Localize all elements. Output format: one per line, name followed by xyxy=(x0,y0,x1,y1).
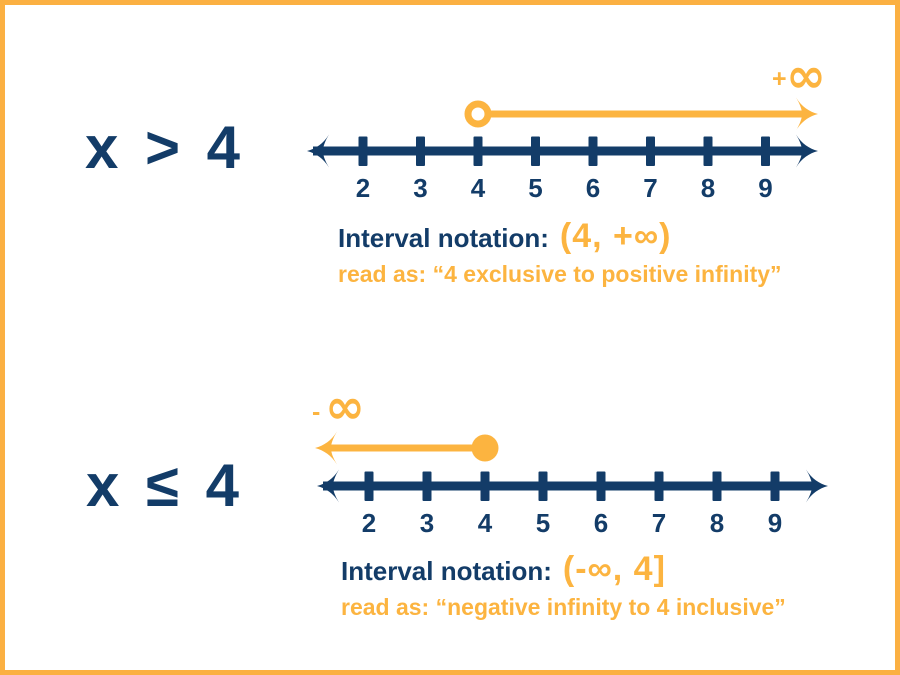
tick-mark xyxy=(480,471,490,501)
tick-label: 5 xyxy=(536,508,550,538)
tick-label: 7 xyxy=(652,508,666,538)
tick-mark xyxy=(416,136,425,166)
tick-labels: 2 3 4 5 6 7 8 9 xyxy=(362,508,782,538)
tick-label: 5 xyxy=(528,173,542,203)
read-as-text: read as: “negative infinity to 4 inclusi… xyxy=(341,594,786,620)
tick-marks xyxy=(364,471,780,501)
caption-greater-than: Interval notation: (4, +∞) read as: “4 e… xyxy=(338,217,782,288)
tick-mark xyxy=(761,136,770,166)
arrowhead-right-icon xyxy=(806,469,828,503)
tick-mark xyxy=(596,471,606,501)
interval-notation-label: Interval notation: xyxy=(338,223,549,253)
infinity-symbol-icon: ∞ xyxy=(786,55,826,104)
filled-circle-endpoint-icon xyxy=(471,434,499,462)
interval-notation-value: (-∞, 4] xyxy=(562,550,666,588)
number-line-less-equal: - ∞ 2 3 4 5 6 7 xyxy=(312,390,828,538)
axis-line: 2 3 4 5 6 7 8 9 xyxy=(307,134,818,203)
tick-mark xyxy=(770,471,780,501)
tick-label: 9 xyxy=(758,173,772,203)
tick-mark xyxy=(538,471,548,501)
tick-label: 3 xyxy=(420,508,434,538)
arrowhead-left-icon xyxy=(307,134,329,168)
arrowhead-right-icon xyxy=(796,134,818,168)
interval-notation-label: Interval notation: xyxy=(341,556,552,586)
infinity-sign: - xyxy=(312,398,320,426)
tick-label: 8 xyxy=(710,508,724,538)
tick-label: 3 xyxy=(413,173,427,203)
arrowhead-left-icon xyxy=(317,469,339,503)
tick-label: 6 xyxy=(594,508,608,538)
tick-mark xyxy=(473,136,483,166)
arrowhead-left-icon xyxy=(315,431,337,465)
tick-mark xyxy=(712,471,722,501)
tick-label: 9 xyxy=(768,508,782,538)
read-as-text: read as: “4 exclusive to positive infini… xyxy=(338,261,782,287)
tick-mark xyxy=(646,136,655,166)
tick-labels: 2 3 4 5 6 7 8 9 xyxy=(356,173,773,203)
interval-notation-value: (4, +∞) xyxy=(559,217,672,255)
tick-mark xyxy=(364,471,374,501)
tick-mark xyxy=(531,136,540,166)
tick-mark xyxy=(422,471,432,501)
tick-label: 7 xyxy=(643,173,657,203)
tick-label: 8 xyxy=(701,173,715,203)
highlight-ray-left: - ∞ xyxy=(312,390,499,465)
tick-mark xyxy=(358,136,368,166)
tick-label: 4 xyxy=(478,508,493,538)
tick-label: 2 xyxy=(362,508,376,538)
tick-marks xyxy=(358,136,770,166)
infinity-symbol-icon: ∞ xyxy=(325,390,365,435)
inequality-label-less-equal: x ≤ 4 xyxy=(85,452,240,519)
tick-mark xyxy=(654,471,664,501)
number-line-greater-than: + ∞ 2 3 4 5 6 7 xyxy=(307,55,826,203)
tick-mark xyxy=(703,136,713,166)
tick-label: 2 xyxy=(356,173,370,203)
caption-less-equal: Interval notation: (-∞, 4] read as: “neg… xyxy=(341,550,786,621)
highlight-ray-right: + ∞ xyxy=(464,55,826,131)
open-circle-endpoint-icon xyxy=(464,100,492,128)
tick-label: 6 xyxy=(586,173,600,203)
tick-mark xyxy=(588,136,598,166)
tick-label: 4 xyxy=(471,173,486,203)
inequality-label-greater-than: x > 4 xyxy=(84,114,242,181)
axis-line: 2 3 4 5 6 7 8 9 xyxy=(317,469,828,538)
arrowhead-right-icon xyxy=(796,97,818,131)
infinity-sign: + xyxy=(772,65,787,93)
